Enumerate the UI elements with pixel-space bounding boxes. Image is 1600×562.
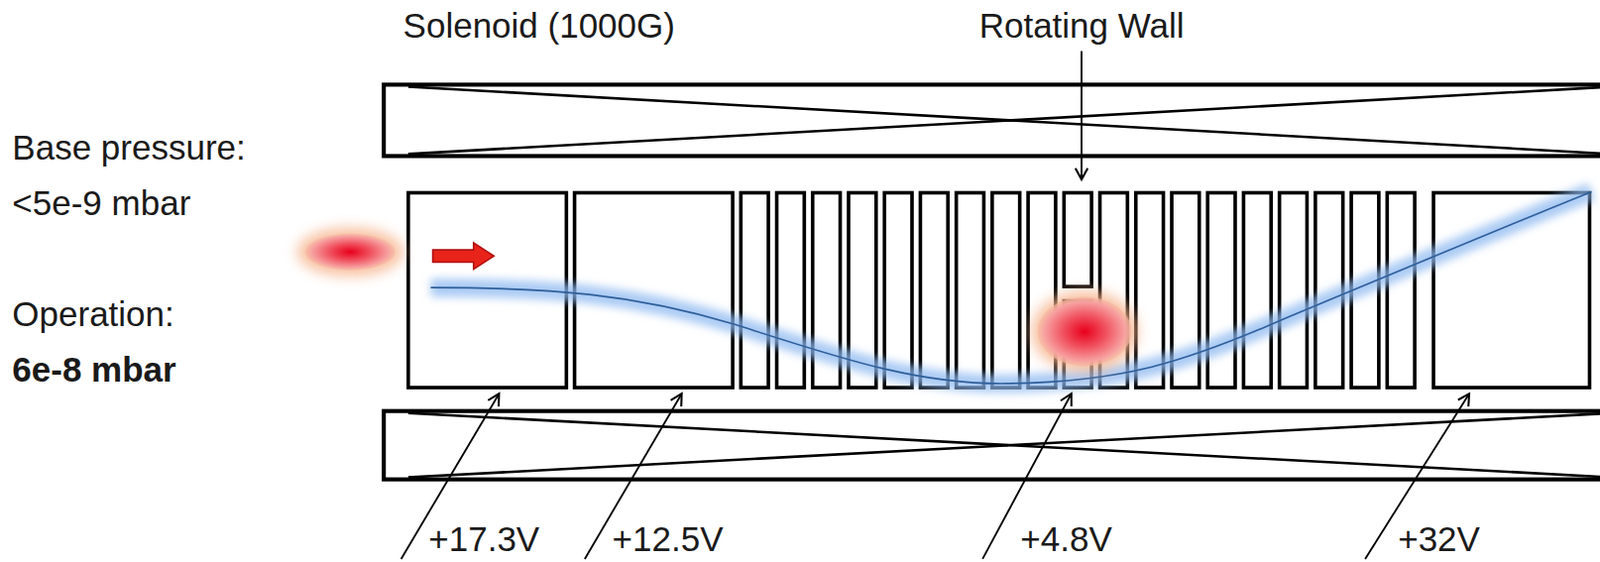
ring-electrode [1207, 192, 1236, 388]
voltage-label: +12.5V [612, 521, 724, 559]
operation-label: Operation: [11, 296, 174, 334]
ring-electrode [919, 192, 948, 388]
ring-electrode [777, 192, 805, 388]
ring-electrode [1279, 192, 1308, 388]
ring-electrode [740, 192, 769, 388]
ring-electrode [992, 192, 1021, 388]
voltage-label: +17.3V [428, 521, 540, 559]
ring-electrode [884, 192, 913, 388]
ring-electrode [956, 192, 985, 388]
rotating-wall-segment [1063, 192, 1092, 287]
leader-line [401, 50, 1470, 559]
solenoid-label: Solenoid (1000G) [403, 7, 676, 45]
voltage-label: +4.8V [1020, 521, 1112, 559]
ring-electrode [1386, 192, 1415, 388]
pressure-label: Base pressure: [11, 129, 245, 167]
pressure-value: <5e-9 mbar [11, 185, 191, 223]
solenoid-coil [383, 84, 1600, 479]
operation-pressure: 6e-8 mbar [11, 351, 176, 389]
potential-curve [430, 191, 1592, 384]
plasma-cloud [297, 227, 1139, 372]
voltage-label: +32V [1397, 521, 1481, 559]
ring-electrode [1243, 192, 1271, 388]
rotating-wall-label: Rotating Wall [979, 7, 1185, 45]
injection-arrow [433, 242, 495, 270]
